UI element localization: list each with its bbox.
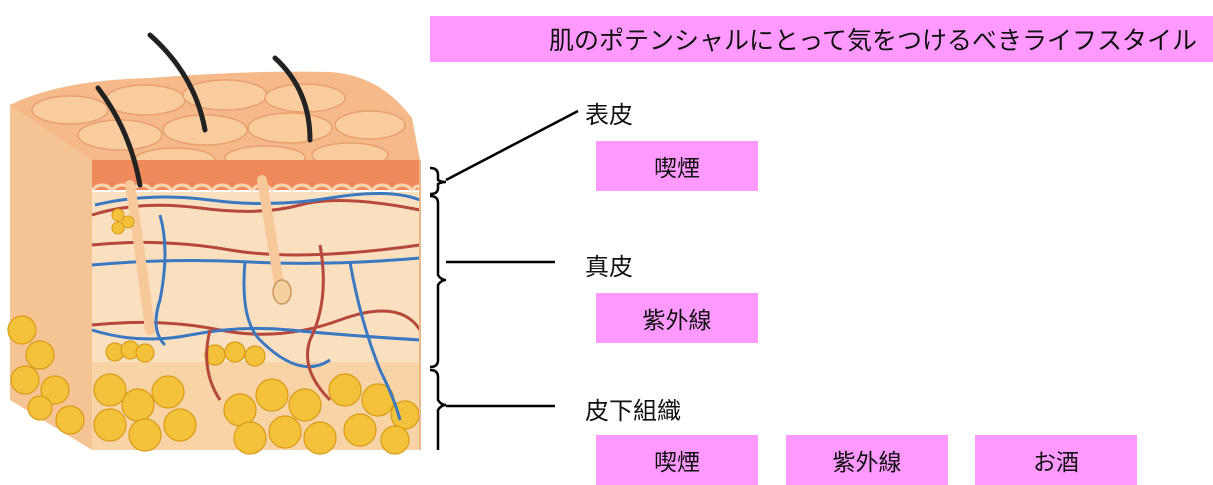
blood-vessels [91, 192, 422, 421]
factor-tag-subcutaneous-uv: 紫外線 [786, 435, 948, 485]
layer-label-epidermis: 表皮 [585, 101, 633, 129]
layer-label-dermis: 真皮 [585, 253, 633, 281]
skin-block [7, 32, 422, 455]
epidermis-bracket [429, 166, 447, 196]
fat-cells [7, 315, 420, 455]
factor-tag-subcutaneous-smoking: 喫煙 [596, 435, 758, 485]
hair-follicles [111, 175, 292, 335]
factor-tag-subcutaneous-alcohol: お酒 [975, 435, 1137, 485]
epidermis-leader [445, 109, 579, 182]
page-title: 肌のポテンシャルにとって気をつけるべきライフスタイル [430, 16, 1213, 62]
factor-tag-dermis-uv: 紫外線 [596, 293, 758, 343]
layer-brackets [429, 166, 447, 450]
layer-label-subcutaneous: 皮下組織 [585, 397, 681, 425]
factor-tag-epidermis-smoking: 喫煙 [596, 141, 758, 191]
dermis-bracket [429, 194, 447, 369]
hairs [95, 32, 313, 188]
leader-lines [445, 109, 579, 408]
subcutaneous-bracket [429, 368, 447, 450]
